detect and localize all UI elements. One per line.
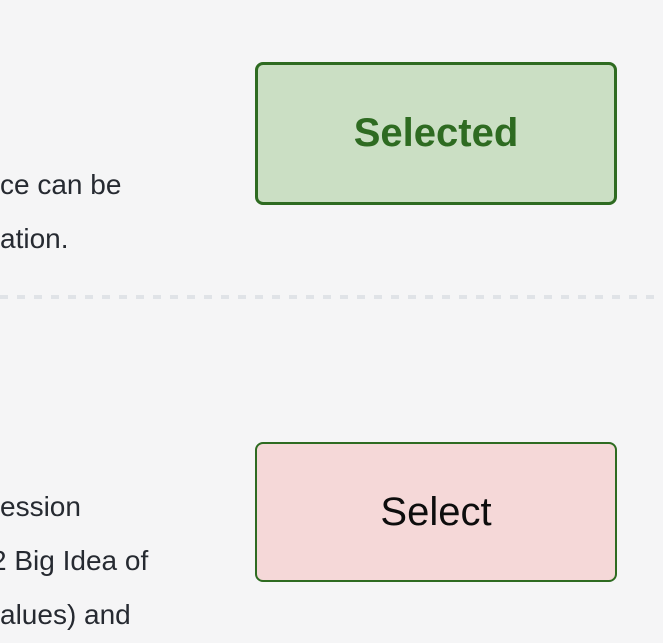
row-divider xyxy=(0,295,663,299)
option-description-line: alues) and xyxy=(0,599,131,630)
select-button[interactable]: Select xyxy=(255,442,617,582)
option-description: ce can be ation. xyxy=(0,158,121,266)
selected-button[interactable]: Selected xyxy=(255,62,617,205)
option-description-line: ession xyxy=(0,491,81,522)
option-description-line: ation. xyxy=(0,223,69,254)
option-description-line: ce can be xyxy=(0,169,122,200)
option-description-line: 2 Big Idea of xyxy=(0,545,149,576)
option-description: ession 2 Big Idea of alues) and xyxy=(0,480,148,642)
